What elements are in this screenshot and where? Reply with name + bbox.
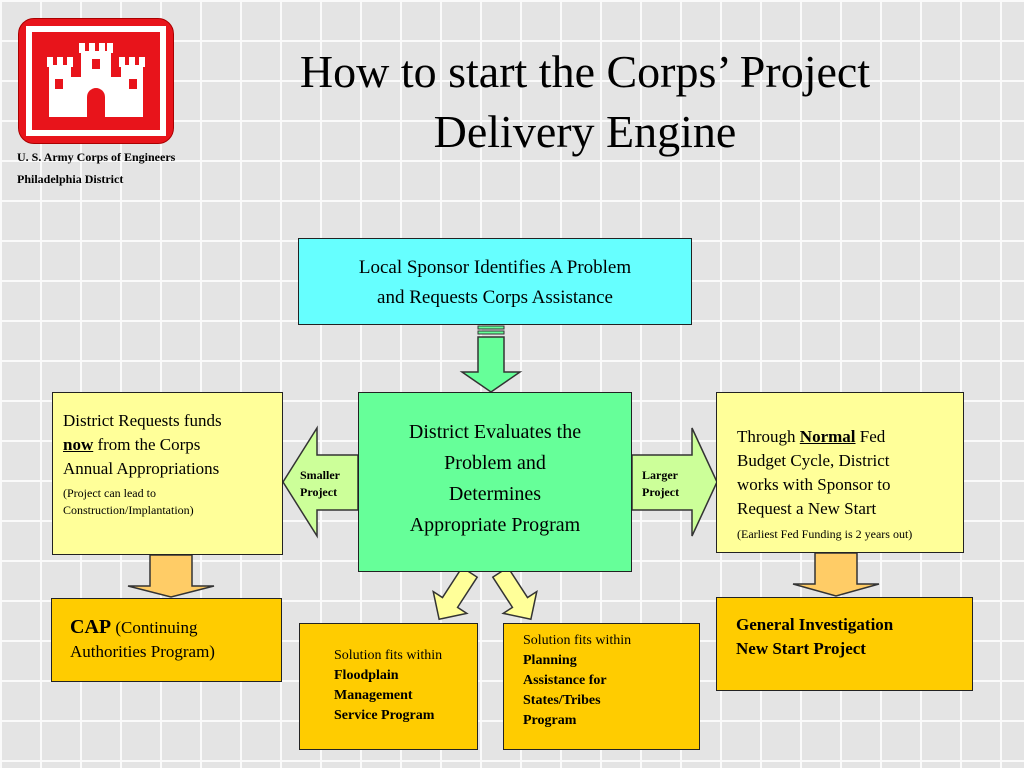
district-name: Philadelphia District [17,172,124,186]
page-title: How to start the Corps’ Project Delivery… [200,42,970,162]
gi-box: General Investigation New Start Project [716,597,973,691]
normal-budget-box: Through Normal Fed Budget Cycle, Distric… [716,392,964,553]
arrow-to-gi [792,552,880,597]
usace-logo [18,18,174,144]
arrow-smaller-project [282,425,359,539]
floodplain-box: Solution fits within Floodplain Manageme… [299,623,478,750]
evaluate-box: District Evaluates the Problem and Deter… [358,392,632,572]
planning-box: Solution fits within Planning Assistance… [503,623,700,750]
now-emphasis: now [63,435,94,454]
title-line-1: How to start the Corps’ Project [299,46,871,97]
cap-box: CAP (Continuing Authorities Program) [51,598,282,682]
arrow-larger-project [631,427,718,537]
title-line-2: Delivery Engine [433,106,737,157]
normal-emphasis: Normal [799,427,856,446]
larger-project-label: Larger Project [642,468,680,499]
castle-icon [26,26,166,136]
district-request-box: District Requests funds now from the Cor… [52,392,283,555]
sponsor-box: Local Sponsor Identifies A Problem and R… [298,238,692,325]
smaller-project-label: Smaller Project [300,468,340,499]
arrow-to-planning [491,566,538,621]
arrow-to-floodplain [432,566,479,621]
arrow-to-cap [127,554,215,598]
arrow-sponsor-to-evaluate [459,325,523,393]
org-name: U. S. Army Corps of Engineers [17,150,176,164]
